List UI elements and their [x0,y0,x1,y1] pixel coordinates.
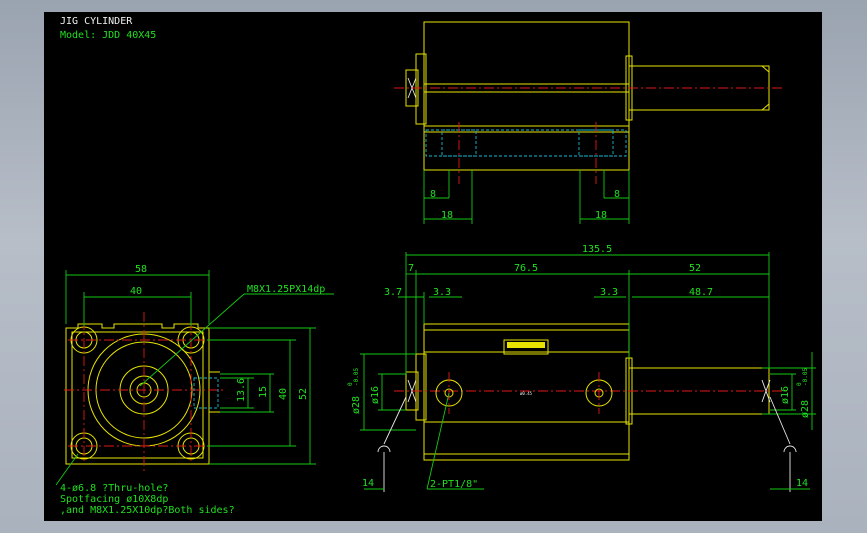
side-dim-48-7: 48.7 [689,287,713,298]
hole-note-1: 4-ø6.8 ?Thru-hole? [60,483,168,494]
side-tol-upper-right: 0 [796,382,803,386]
end-dim-40-side: 40 [278,388,289,400]
side-tol-lower-right: -0.05 [802,368,809,386]
drawing-title: JIG CYLINDER [60,16,133,27]
top-dim-8-right: 8 [614,189,620,200]
end-body-outline [65,323,210,465]
end-view: 58 40 M8X1.25PX14dp 13.6 15 40 52 4-ø6.8… [55,264,334,516]
side-dim-76-5: 76.5 [514,263,538,274]
thread-callout: M8X1.25PX14dp [247,284,325,295]
side-dia-28-right: ø28 [800,400,811,418]
model-label: Model: JDD 40X45 [60,30,156,41]
top-body-outline [423,21,630,171]
end-dim-52: 52 [298,388,309,400]
top-view: 8 18 8 18 [394,21,784,224]
port-callout: 2-PT1/8" [430,479,478,490]
side-dim-3-3-left: 3.3 [433,287,451,298]
side-tol-upper-left: 0 [347,382,354,386]
cad-viewport[interactable]: JIG CYLINDER Model: JDD 40X45 8 18 [44,12,822,521]
top-dim-8-left: 8 [430,189,436,200]
end-dim-58: 58 [135,264,147,275]
side-dia-28-left: ø28 [351,396,362,414]
center-mark: ø0.45 [520,391,533,396]
side-dim-3-7: 3.7 [384,287,402,298]
side-tol-lower-left: -0.05 [353,368,360,386]
end-dim-40-top: 40 [130,286,142,297]
drawing-canvas: JIG CYLINDER Model: JDD 40X45 8 18 [55,16,816,516]
end-dim-13-6: 13.6 [236,378,247,402]
side-dim-7: 7 [408,263,414,274]
brand-plate [503,339,549,355]
side-dim-52: 52 [689,263,701,274]
top-dim-18-left: 18 [441,210,453,221]
side-dia-16-left: ø16 [370,386,381,404]
side-view: ø0.45 135.5 7 76.5 52 3.7 3.3 3.3 48.7 ø… [347,244,816,492]
hole-note-2: Spotfacing ø10X8dp [60,494,168,505]
hole-note-3: ,and M8X1.25X10dp?Both sides? [60,505,235,516]
side-dim-total: 135.5 [582,244,612,255]
side-dim-14-right: 14 [796,478,808,489]
top-dim-18-right: 18 [595,210,607,221]
side-dia-16-right: ø16 [780,386,791,404]
end-dim-15: 15 [258,386,269,398]
side-dim-14-left: 14 [362,478,374,489]
side-dim-3-3-right: 3.3 [600,287,618,298]
